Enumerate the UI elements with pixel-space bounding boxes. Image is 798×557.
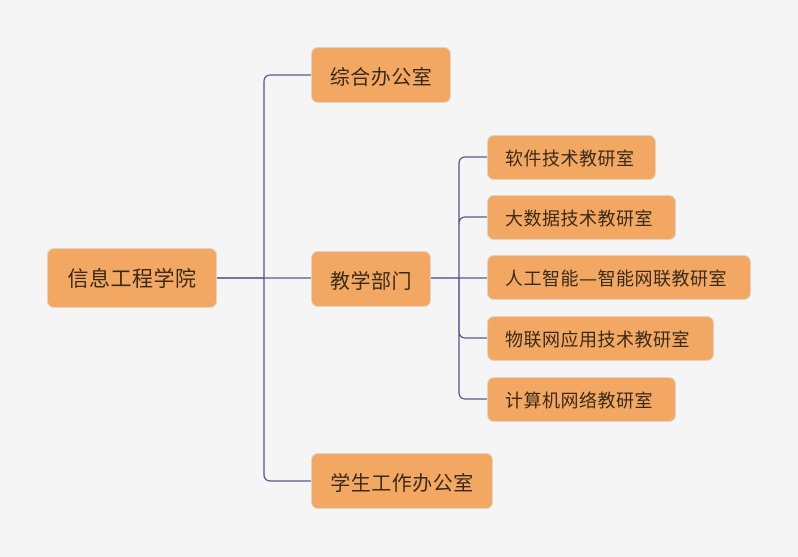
child-node-software-lab[interactable]: 软件技术教研室 xyxy=(487,135,656,180)
root-node-label: 信息工程学院 xyxy=(67,267,197,291)
branch-node-teaching-dept[interactable]: 教学部门 xyxy=(311,251,431,307)
edge-branch-2-to-child-1 xyxy=(431,156,487,279)
edge-root-to-branch-3 xyxy=(217,277,311,482)
child-node-label: 人工智能—智能网联教研室 xyxy=(505,268,727,290)
branch-node-label: 教学部门 xyxy=(330,268,412,293)
child-node-label: 计算机网络教研室 xyxy=(505,390,653,412)
branch-node-student-affairs-office[interactable]: 学生工作办公室 xyxy=(311,453,493,509)
root-node[interactable]: 信息工程学院 xyxy=(47,248,217,308)
edge-branch-2-to-child-2 xyxy=(458,216,487,225)
child-node-iot-lab[interactable]: 物联网应用技术教研室 xyxy=(487,316,714,361)
child-node-label: 物联网应用技术教研室 xyxy=(505,329,690,351)
child-node-label: 软件技术教研室 xyxy=(505,148,635,170)
child-node-network-lab[interactable]: 计算机网络教研室 xyxy=(487,377,676,422)
edge-branch-2-to-child-4 xyxy=(458,278,487,339)
child-node-ai-connected-lab[interactable]: 人工智能—智能网联教研室 xyxy=(487,255,751,300)
branch-node-label: 学生工作办公室 xyxy=(330,470,474,495)
branch-node-label: 综合办公室 xyxy=(329,64,433,89)
edge-root-to-branch-1 xyxy=(217,74,311,279)
branch-node-general-office[interactable]: 综合办公室 xyxy=(311,47,451,103)
edge-branch-2-to-child-5 xyxy=(458,278,487,400)
child-node-bigdata-lab[interactable]: 大数据技术教研室 xyxy=(487,195,676,240)
child-node-label: 大数据技术教研室 xyxy=(505,208,653,230)
